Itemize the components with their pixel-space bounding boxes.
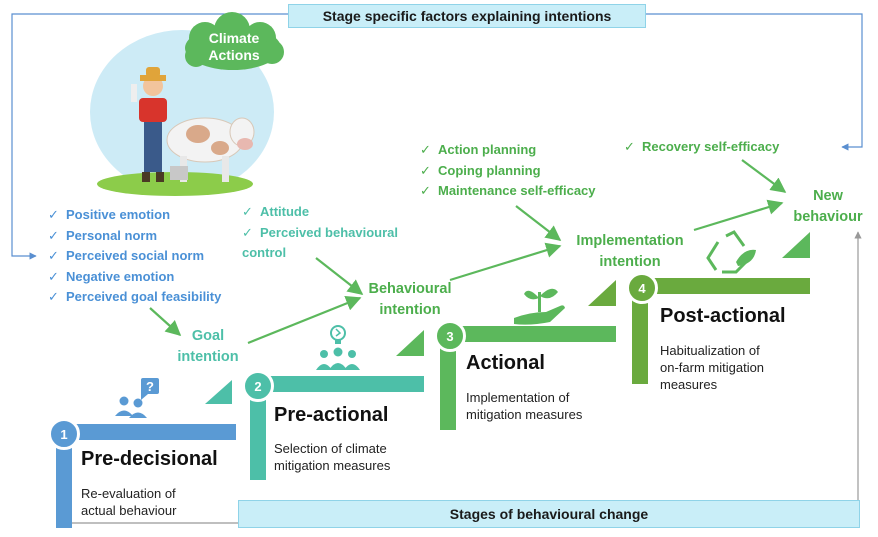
recycle-leaf-icon — [706, 230, 756, 274]
stage-3-number: 3 — [434, 320, 466, 352]
implementation-intention-label: Implementation intention — [576, 233, 684, 270]
arrow-to-goal-intention — [149, 307, 182, 337]
top-banner: Stage specific factors explaining intent… — [288, 4, 646, 28]
top-left-bracket-line — [11, 13, 288, 260]
stage-4-title: Post-actional — [660, 305, 786, 327]
new-behaviour-factors-list: ✓Recovery self-efficacy — [624, 137, 779, 158]
stair-step-4 — [632, 232, 810, 384]
stair-step-1 — [56, 380, 236, 528]
implementation-factors-list: ✓Action planning ✓Coping planning ✓Maint… — [420, 140, 596, 202]
arrow-to-new-behaviour-1 — [693, 199, 784, 232]
arrow-to-behavioural-intention-2 — [315, 257, 364, 295]
top-right-bracket-line — [644, 13, 863, 151]
goal-factor-item: ✓Negative emotion — [48, 268, 175, 284]
stage-3-title: Actional — [466, 352, 545, 374]
arrow-to-implementation-intention-1 — [449, 242, 562, 282]
goal-factor-item: ✓Positive emotion — [48, 207, 171, 222]
stage-1-title: Pre-decisional — [81, 448, 218, 470]
new-behaviour-label: New behaviour — [793, 188, 863, 225]
goal-factor-item: ✓Perceived social norm — [48, 248, 205, 263]
stage-1-description: Re-evaluation of actual behaviour — [81, 486, 177, 518]
implementation-factor-item: ✓Action planning — [420, 142, 537, 157]
climate-actions-label: Climate Actions — [208, 30, 260, 63]
behavioural-factor-item: ✓Attitude — [242, 204, 310, 219]
stage-4-number: 4 — [626, 272, 658, 304]
lightbulb-group-icon — [316, 325, 360, 370]
stage-2-number: 2 — [242, 370, 274, 402]
behavioural-intention-label: Behavioural intention — [368, 281, 452, 318]
svg-text:?: ? — [146, 379, 154, 394]
arrow-to-new-behaviour-2 — [741, 159, 787, 193]
stage-3-description: Implementation of mitigation measures — [466, 390, 583, 422]
goal-intention-label: Goal intention — [177, 328, 239, 365]
implementation-factor-item: ✓Coping planning — [420, 162, 541, 178]
stage-2-description: Selection of climate mitigation measures — [274, 441, 391, 473]
new-behaviour-factor-item: ✓Recovery self-efficacy — [624, 139, 780, 154]
behavioural-factors-list: ✓Attitude ✓Perceived behavioural control — [242, 202, 412, 264]
bottom-banner: Stages of behavioural change — [238, 500, 860, 528]
goal-factors-list: ✓Positive emotion ✓Personal norm ✓Percei… — [48, 205, 221, 308]
stage-2-title: Pre-actional — [274, 404, 389, 426]
implementation-factor-item: ✓Maintenance self-efficacy — [420, 183, 596, 198]
question-people-icon: ? — [115, 378, 159, 418]
arrow-to-behavioural-intention-1 — [247, 296, 362, 345]
arrow-to-implementation-intention-2 — [515, 205, 562, 241]
plant-in-hand-icon — [514, 288, 565, 325]
stage-4-description: Habitualization of on-farm mitigation me… — [660, 343, 765, 392]
stair-step-2 — [250, 330, 424, 480]
stair-step-3 — [440, 280, 616, 430]
goal-factor-item: ✓Personal norm — [48, 227, 158, 243]
behavioural-factor-item: ✓Perceived behavioural control — [242, 224, 399, 261]
goal-factor-item: ✓Perceived goal feasibility — [48, 289, 222, 304]
stage-1-number: 1 — [48, 418, 80, 450]
farmer-cow-illustration — [90, 12, 284, 196]
